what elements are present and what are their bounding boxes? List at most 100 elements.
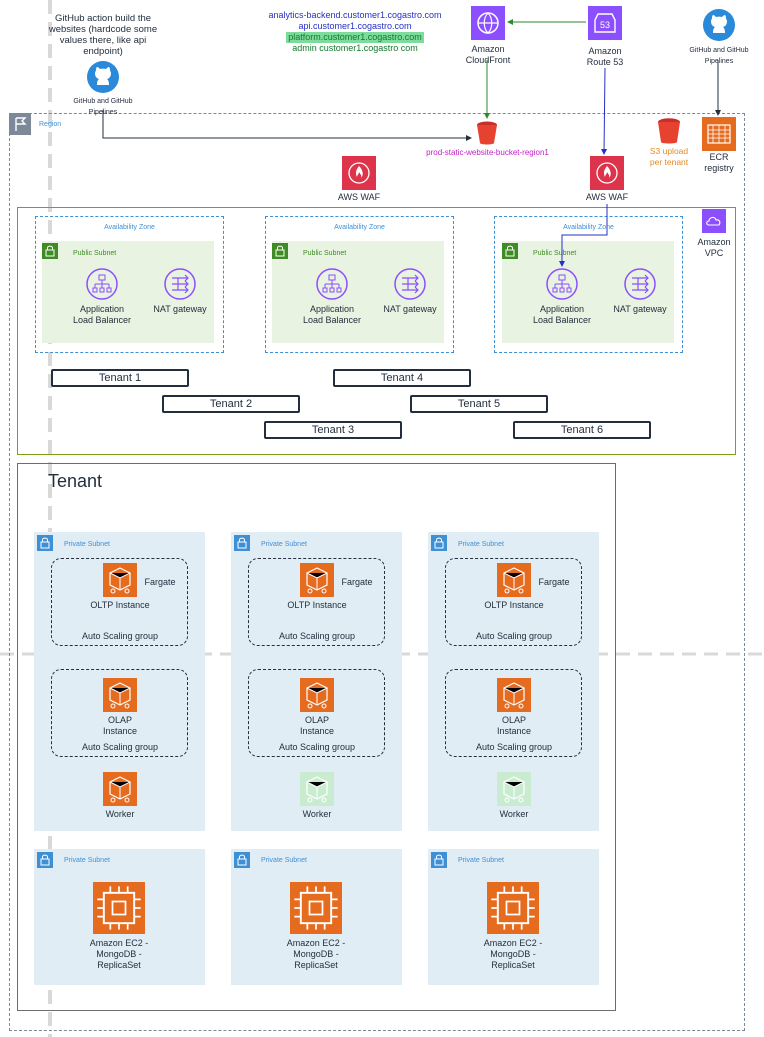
tenant-5-box: Tenant 5 (410, 395, 548, 413)
oltp-3-label: OLTP Instance (484, 600, 544, 610)
olap-2-label: OLAP Instance (299, 715, 335, 736)
waf-left-label: AWS WAF (337, 192, 381, 202)
lock-icon (431, 535, 447, 551)
region-flag-icon (9, 113, 31, 135)
lock-icon (234, 852, 250, 868)
nat-2-label: NAT gateway (383, 304, 437, 314)
fargate-2-label: Fargate (341, 577, 373, 587)
tenant-4-box: Tenant 4 (333, 369, 471, 387)
nat-gateway-2-icon (394, 268, 426, 300)
olap-asg-3-label: Auto Scaling group (475, 742, 553, 752)
github-right-icon (703, 9, 735, 41)
tenant-title: Tenant (48, 471, 103, 491)
lock-icon (431, 852, 447, 868)
worker-2-label: Worker (302, 809, 332, 819)
az1-label: Availability Zone (104, 224, 155, 231)
public-subnet-3-label: Public Subnet (533, 250, 577, 257)
oltp-asg-3-label: Auto Scaling group (475, 631, 553, 641)
cloudfront-icon (471, 6, 505, 40)
lock-icon (234, 535, 250, 551)
oltp-asg-2-label: Auto Scaling group (278, 631, 356, 641)
oltp-asg-1 (51, 558, 188, 646)
fargate-olap-1-icon (103, 678, 137, 712)
github-left-label: GitHub and GitHub Pipelines (73, 98, 133, 116)
vpc-label: Amazon VPC (697, 237, 731, 258)
waf-right-label: AWS WAF (585, 192, 629, 202)
s3-note: S3 upload per tenant (649, 146, 689, 167)
nat-1-label: NAT gateway (153, 304, 207, 314)
domain-list: analytics-backend.customer1.cogastro.com… (255, 10, 455, 54)
nat-gateway-1-icon (164, 268, 196, 300)
github-note: GitHub action build the websites (hardco… (48, 13, 158, 57)
worker-1-label: Worker (105, 809, 135, 819)
waf-left-icon (342, 156, 376, 190)
alb-2-label: Application Load Balancer (302, 304, 362, 325)
s3-tenant-bucket-icon (658, 118, 680, 144)
worker-1-icon (103, 772, 137, 806)
alb-3-label: Application Load Balancer (532, 304, 592, 325)
ec2-3-label: Amazon EC2 - MongoDB - ReplicaSet (483, 938, 543, 970)
region-label: Region (39, 121, 62, 128)
oltp-2-label: OLTP Instance (287, 600, 347, 610)
olap-asg-1-label: Auto Scaling group (81, 742, 159, 752)
private-subnet-app-2-label: Private Subnet (261, 541, 307, 548)
tenant-3-box: Tenant 3 (264, 421, 402, 439)
availability-zone-2 (265, 216, 454, 353)
fargate-3-label: Fargate (538, 577, 570, 587)
ec2-2-icon (290, 882, 342, 934)
nat-gateway-3-icon (624, 268, 656, 300)
private-subnet-db-1-label: Private Subnet (64, 857, 110, 864)
github-right-label: GitHub and GitHub Pipelines (689, 47, 749, 65)
fargate-1-label: Fargate (144, 577, 176, 587)
ecr-label: ECR registry (704, 152, 734, 173)
lock-icon (272, 243, 288, 259)
ec2-1-label: Amazon EC2 - MongoDB - ReplicaSet (89, 938, 149, 970)
route53-label: Amazon Route 53 (586, 46, 624, 67)
public-subnet-2-label: Public Subnet (303, 250, 347, 257)
olap-asg-2-label: Auto Scaling group (278, 742, 356, 752)
alb-2-icon (316, 268, 348, 300)
domain-analytics: analytics-backend.customer1.cogastro.com (268, 10, 442, 20)
lock-icon (37, 535, 53, 551)
alb-1-icon (86, 268, 118, 300)
bucket-label: prod-static-website-bucket-region1 (426, 148, 549, 157)
olap-asg-1 (51, 669, 188, 757)
olap-asg-2 (248, 669, 385, 757)
fargate-olap-3-icon (497, 678, 531, 712)
worker-3-label: Worker (499, 809, 529, 819)
private-subnet-app-1-label: Private Subnet (64, 541, 110, 548)
worker-3-icon (497, 772, 531, 806)
fargate-oltp-3-icon (497, 563, 531, 597)
olap-3-label: OLAP Instance (496, 715, 532, 736)
lock-icon (37, 852, 53, 868)
oltp-asg-2 (248, 558, 385, 646)
nat-3-label: NAT gateway (613, 304, 667, 314)
route53-icon: 53 (588, 6, 622, 40)
availability-zone-1 (35, 216, 224, 353)
ecr-icon (702, 117, 736, 151)
ec2-1-icon (93, 882, 145, 934)
private-subnet-db-2-label: Private Subnet (261, 857, 307, 864)
olap-1-label: OLAP Instance (102, 715, 138, 736)
domain-admin: admin customer1.cogastro com (292, 43, 418, 53)
ec2-3-icon (487, 882, 539, 934)
private-subnet-app-3-label: Private Subnet (458, 541, 504, 548)
fargate-olap-2-icon (300, 678, 334, 712)
az3-label: Availability Zone (563, 224, 614, 231)
github-left-icon (87, 61, 119, 93)
fargate-oltp-1-icon (103, 563, 137, 597)
tenant-6-box: Tenant 6 (513, 421, 651, 439)
ec2-2-label: Amazon EC2 - MongoDB - ReplicaSet (286, 938, 346, 970)
olap-asg-3 (445, 669, 582, 757)
domain-api: api.customer1.cogastro.com (298, 21, 412, 31)
az2-label: Availability Zone (334, 224, 385, 231)
domain-platform: platform.customer1.cogastro.com (286, 32, 424, 43)
public-subnet-1-label: Public Subnet (73, 250, 117, 257)
waf-right-icon (590, 156, 624, 190)
oltp-1-label: OLTP Instance (90, 600, 150, 610)
lock-icon (42, 243, 58, 259)
s3-bucket-icon (477, 121, 497, 145)
tenant-boundary (17, 463, 616, 1011)
cloudfront-label: Amazon CloudFront (465, 44, 511, 65)
vpc-boundary (17, 207, 736, 455)
